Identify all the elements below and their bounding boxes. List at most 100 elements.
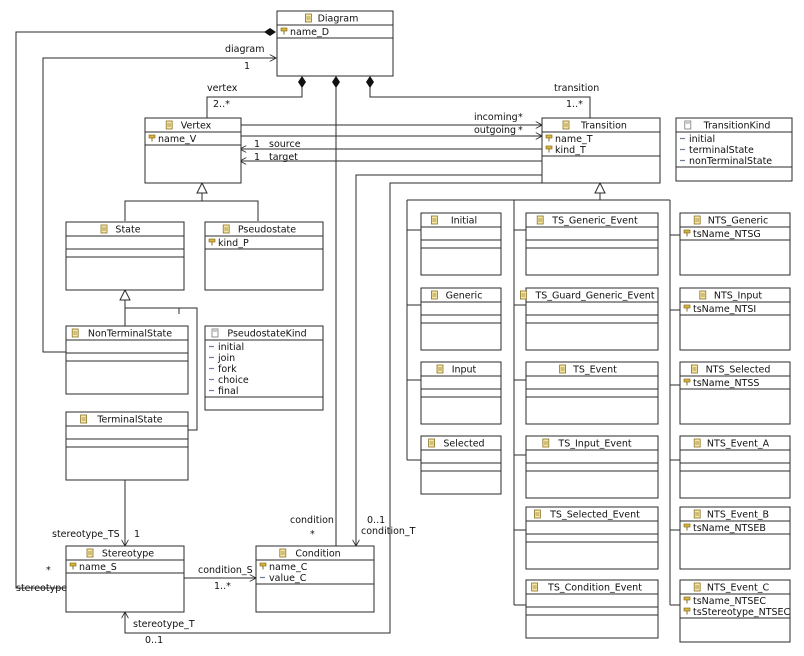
class-title: Transition [580,121,627,132]
class-title: Pseudostate [238,225,296,236]
class-box [675,117,793,182]
field-icon [683,304,691,312]
class-nonterminalstate[interactable]: NonTerminalState [65,325,189,395]
class-transitionkind[interactable]: TransitionKind initialterminalStatenonTer… [675,117,793,182]
attribute-label: kind_T [555,145,586,156]
label-vertex: vertex [207,83,238,94]
attribute-label: name_D [290,27,329,38]
class-icon [165,120,173,130]
attribute-label: tsStereotype_NTSEC [693,607,791,618]
attribute-label: final [218,386,238,397]
class-attribute[interactable]: tsName_NTSEB [683,523,766,534]
class-title: TS_Condition_Event [547,583,642,594]
class-attribute[interactable]: tsName_NTSS [683,378,759,389]
class-box [420,361,502,425]
class-nts-event-c[interactable]: NTS_Event_CtsName_NTSECtsStereotype_NTSE… [679,579,791,643]
class-attribute[interactable]: tsName_NTSI [683,304,756,315]
class-title: TransitionKind [703,121,771,132]
class-attribute[interactable]: tsName_NTSEC [683,596,766,607]
label-stereotype-ts: stereotype_TS [52,529,120,540]
composition-diamond-icon [298,76,306,88]
class-ts-condition-event[interactable]: TS_Condition_Event [525,579,659,639]
field-icon [683,607,691,615]
field-icon [259,562,267,570]
class-title: NonTerminalState [88,329,172,340]
field-icon [545,134,553,142]
composition-diagram-stereotype [15,31,270,589]
class-nts-generic[interactable]: NTS_Generic tsName_NTSG [679,212,791,276]
class-title: State [115,225,140,236]
class-terminalstate[interactable]: TerminalState [65,411,189,481]
generalization-triangle-icon [196,181,208,194]
class-box [679,287,791,351]
class-attribute[interactable]: join [209,353,235,364]
class-ts-generic-event[interactable]: TS_Generic_Event [525,212,659,276]
class-nts-event-a[interactable]: NTS_Event_A [679,435,791,499]
class-icon [691,364,698,374]
class-attribute[interactable]: value_C [260,573,307,584]
class-attribute[interactable]: tsStereotype_NTSEC [683,607,791,618]
field-icon [683,378,691,386]
label-stereotype-ts-mult: 1 [134,529,140,540]
class-attribute[interactable]: name_V [148,134,197,145]
class-initial[interactable]: Initial [420,212,502,276]
class-ts-guard-generic-event[interactable]: TS_Guard_Generic_Event [520,287,659,351]
class-attribute[interactable]: initial [680,134,715,145]
class-pseudostate[interactable]: Pseudostate kind_P [204,221,324,291]
class-generic[interactable]: Generic [420,287,502,351]
field-icon [148,134,156,142]
class-input[interactable]: Input [420,361,502,425]
class-icon [542,438,550,448]
class-attribute[interactable]: final [209,386,238,397]
class-attribute[interactable]: terminalState [680,145,754,156]
class-title: NTS_Input [714,291,763,302]
class-ts-event[interactable]: TS_Event [525,361,659,425]
class-attribute[interactable]: initial [209,342,244,353]
class-title: TerminalState [96,415,162,426]
class-attribute[interactable]: nonTerminalState [680,156,772,167]
class-icon [562,120,570,130]
class-pseudostatekind[interactable]: PseudostateKindinitialjoinforkchoicefina… [204,325,324,411]
attribute-label: value_C [269,573,307,584]
class-attribute[interactable]: kind_T [545,145,586,156]
class-attribute[interactable]: name_T [545,134,593,145]
class-icon [80,414,87,424]
class-attribute[interactable]: tsName_NTSG [683,229,761,240]
class-attribute[interactable]: choice [209,375,249,386]
class-nts-input[interactable]: NTS_Input tsName_NTSI [679,287,791,351]
class-ts-input-event[interactable]: TS_Input_Event [525,435,659,499]
class-attribute[interactable]: name_S [69,562,117,573]
class-title: NTS_Generic [708,216,769,227]
label-incoming-mult: * [518,112,523,123]
class-title: Generic [446,291,483,302]
label-condition-t-mult: 0..1 [367,515,385,526]
class-attribute[interactable]: kind_P [208,238,249,249]
enum-icon [684,120,692,130]
class-title: Selected [443,439,484,450]
class-icon [71,328,79,338]
class-icon [536,215,544,225]
class-attribute[interactable]: fork [209,364,237,375]
class-state[interactable]: State [65,221,185,291]
field-icon [69,562,77,570]
composition-diamond-icon [332,76,340,88]
class-box [679,361,791,425]
class-attribute[interactable]: name_C [259,562,308,573]
class-box [525,287,659,351]
field-icon [280,27,288,35]
class-icon [693,215,701,225]
class-ts-selected-event[interactable]: TS_Selected_Event [525,506,659,570]
label-condition-mult: * [310,529,315,540]
class-box [144,117,242,184]
class-selected[interactable]: Selected [420,435,502,495]
class-attribute[interactable]: name_D [280,27,329,38]
class-icon [693,509,701,519]
